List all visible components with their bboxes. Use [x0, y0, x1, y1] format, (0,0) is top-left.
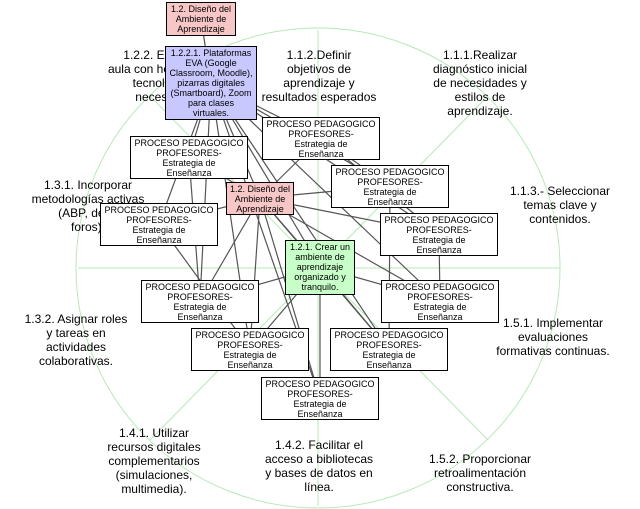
node-proceso-6[interactable]: PROCESO PEDAGOGICO PROFESORES- Estrategi…: [141, 280, 259, 323]
label-1-4-2: 1.4.2. Facilitar el acceso a bibliotecas…: [264, 438, 374, 494]
node-proceso-3[interactable]: PROCESO PEDAGOGICO PROFESORES- Estrategi…: [331, 165, 449, 208]
label-1-4-1: 1.4.1. Utilizar recursos digitales compl…: [107, 426, 201, 496]
node-proceso-2[interactable]: PROCESO PEDAGOGICO PROFESORES- Estrategi…: [130, 136, 248, 179]
label-1-5-1: 1.5.1. Implementar evaluaciones formativ…: [496, 316, 610, 358]
node-plataformas-eva[interactable]: 1.2.2.1. Plataformas EVA (Google Classro…: [165, 46, 257, 120]
node-proceso-10[interactable]: PROCESO PEDAGOGICO PROFESORES- Estrategi…: [261, 377, 379, 420]
edge-center-p8: [249, 197, 261, 350]
label-1-1-1: 1.1.1.Realizar diagnóstico inicial de ne…: [432, 48, 528, 118]
node-center-diseno[interactable]: 1.2. Diseño del Ambiente de Aprendizaje: [226, 182, 294, 215]
node-proceso-4[interactable]: PROCESO PEDAGOGICO PROFESORES- Estrategi…: [100, 203, 218, 246]
label-1-3-2: 1.3.2. Asignar roles y tareas en activid…: [24, 312, 128, 368]
node-proceso-7[interactable]: PROCESO PEDAGOGICO PROFESORES- Estrategi…: [381, 280, 499, 323]
edge-center-p10: [259, 197, 321, 399]
node-top-diseno[interactable]: 1.2. Diseño del Ambiente de Aprendizaje: [166, 2, 236, 36]
node-proceso-1[interactable]: PROCESO PEDAGOGICO PROFESORES- Estrategi…: [262, 117, 380, 160]
label-1-1-3: 1.1.3.- Seleccionar temas clave y conten…: [509, 184, 611, 226]
node-proceso-9[interactable]: PROCESO PEDAGOGICO PROFESORES- Estrategi…: [330, 328, 448, 371]
edge-blue-p9: [210, 82, 390, 350]
label-1-5-2: 1.5.2. Proporcionar retroalimentación co…: [428, 452, 532, 494]
edge-p3-p9: [388, 185, 391, 350]
node-crear-ambiente[interactable]: 1.2.1. Crear un ambiente de aprendizaje …: [285, 240, 355, 295]
label-1-1-2: 1.1.2.Definir objetivos de aprendizaje y…: [261, 48, 377, 104]
node-proceso-8[interactable]: PROCESO PEDAGOGICO PROFESORES- Estrategi…: [191, 328, 309, 371]
node-proceso-5[interactable]: PROCESO PEDAGOGICO PROFESORES- Estrategi…: [380, 213, 498, 256]
